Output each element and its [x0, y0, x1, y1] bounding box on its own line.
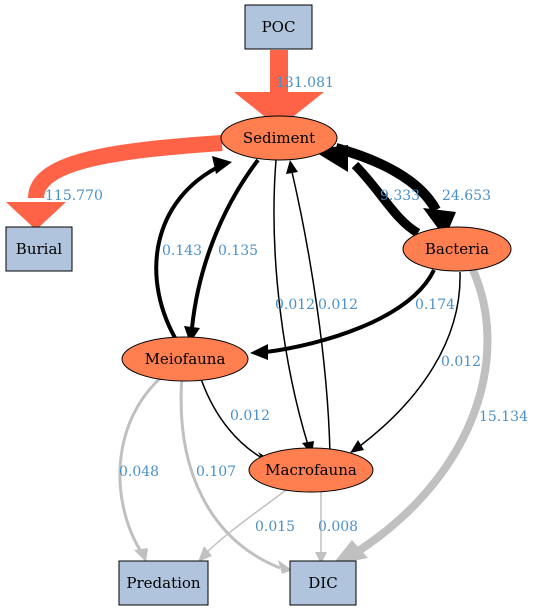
edge-sediment-burial — [6, 135, 223, 230]
node-macrofauna-label: Macrofauna — [265, 461, 357, 479]
node-poc-label: POC — [262, 18, 296, 36]
node-meiofauna[interactable]: Meiofauna — [121, 336, 249, 382]
node-bacteria-label: Bacteria — [425, 240, 489, 258]
edge-label-bacteria-meiofauna: 0.174 — [415, 297, 455, 313]
edge-sediment-meiofauna — [184, 158, 260, 343]
node-predation[interactable]: Predation — [118, 560, 209, 606]
node-bacteria[interactable]: Bacteria — [402, 226, 512, 272]
edge-label-macrofauna-predation: 0.015 — [255, 519, 295, 535]
edge-label-bacteria-dic: 15.134 — [479, 409, 528, 425]
edge-label-sediment-meiofauna: 0.135 — [218, 243, 258, 259]
edge-label-poc-sediment: 131.081 — [276, 75, 334, 91]
node-dic[interactable]: DIC — [289, 560, 357, 606]
edge-label-sediment-macrofauna: 0.012 — [275, 297, 315, 313]
node-macrofauna[interactable]: Macrofauna — [248, 447, 374, 493]
edge-poc-sediment — [234, 50, 324, 128]
edge-label-meiofauna-dic: 0.107 — [196, 464, 236, 480]
node-dic-label: DIC — [308, 574, 337, 592]
edge-bacteria-macrofauna — [350, 271, 461, 453]
node-sediment[interactable]: Sediment — [220, 115, 338, 161]
edge-label-meiofauna-predation: 0.048 — [119, 464, 159, 480]
node-meiofauna-label: Meiofauna — [145, 350, 226, 368]
node-poc[interactable]: POC — [244, 4, 313, 50]
edge-label-bacteria-macrofauna: 0.012 — [441, 354, 481, 370]
edge-bacteria-meiofauna — [250, 269, 436, 360]
edge-label-sediment-burial: 115.770 — [45, 188, 103, 204]
edge-bacteria-dic — [332, 266, 492, 565]
edge-label-macrofauna-sediment: 0.012 — [318, 297, 358, 313]
edge-meiofauna-dic — [179, 375, 292, 574]
node-predation-label: Predation — [126, 574, 201, 592]
edge-label-meiofauna-macrofauna: 0.012 — [230, 408, 270, 424]
edge-label-macrofauna-dic: 0.008 — [318, 519, 358, 535]
edge-meiofauna-predation — [118, 372, 166, 562]
edge-label-sediment-bacteria: 24.653 — [442, 188, 491, 204]
node-burial-label: Burial — [16, 240, 63, 258]
edge-label-meiofauna-sediment: 0.143 — [162, 243, 202, 259]
edge-label-bacteria-sediment: 9.333 — [380, 188, 420, 204]
edge-macrofauna-predation — [198, 486, 291, 562]
edge-macrofauna-sediment — [286, 160, 331, 456]
edge-meiofauna-sediment — [154, 156, 232, 345]
node-sediment-label: Sediment — [243, 129, 315, 147]
node-burial[interactable]: Burial — [5, 226, 73, 272]
edge-macrofauna-dic — [315, 489, 327, 564]
